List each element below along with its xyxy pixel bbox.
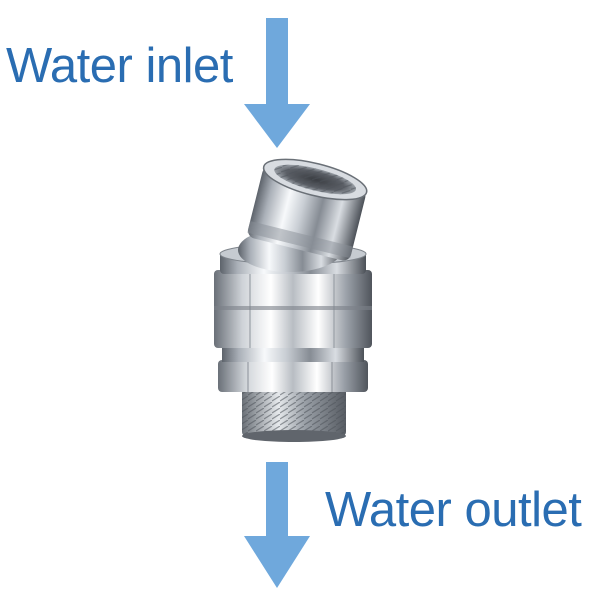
inlet-arrow-icon — [244, 18, 310, 148]
water-outlet-label: Water outlet — [325, 483, 582, 537]
water-inlet-label: Water inlet — [6, 39, 233, 93]
swivel-shower-adapter-icon — [214, 158, 372, 442]
outlet-arrow-icon — [244, 462, 310, 588]
